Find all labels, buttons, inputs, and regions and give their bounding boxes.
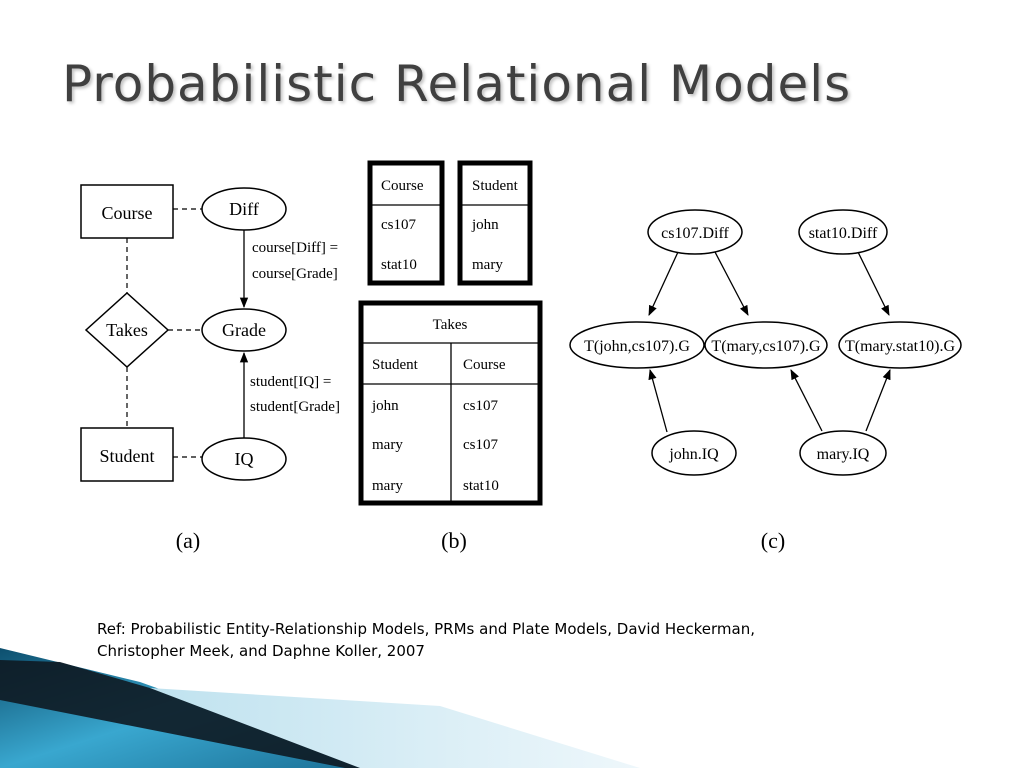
takes-table: Takes Student Course john cs107 mary cs1…	[358, 300, 543, 506]
takes-table-cell: mary	[372, 437, 403, 453]
panel-b: Course cs107 stat10 Student john mary Ta…	[358, 160, 543, 553]
panel-a: Course Takes Student Diff Grade IQ cours…	[80, 184, 340, 553]
attribute-grade-label: Grade	[222, 320, 266, 340]
entity-student: Student	[80, 427, 174, 482]
entity-course-label: Course	[102, 203, 153, 223]
node-cs107-diff: cs107.Diff	[647, 209, 743, 255]
prm-figure: Course Takes Student Diff Grade IQ cours…	[80, 160, 962, 553]
caption-c: (c)	[761, 528, 785, 553]
edge-cs107diff-tjohn	[648, 251, 679, 316]
student-table-cell: john	[471, 217, 499, 233]
node-t-mary-cs107: T(mary,cs107).G	[704, 321, 828, 369]
edge-johniq-tjohn	[648, 368, 668, 433]
course-table-cell: cs107	[381, 217, 416, 233]
entity-student-label: Student	[99, 446, 154, 466]
constraint-iq-grade-2: student[Grade]	[250, 399, 340, 415]
node-mary-iq-label: mary.IQ	[817, 446, 870, 463]
relationship-takes-label: Takes	[106, 320, 148, 340]
constraint-diff-grade-2: course[Grade]	[252, 266, 338, 282]
edge-maryiq-tmarycs107	[790, 369, 823, 432]
reference-line-1: Ref: Probabilistic Entity-Relationship M…	[97, 620, 755, 638]
course-table: Course cs107 stat10	[367, 160, 445, 286]
reference-citation: Ref: Probabilistic Entity-Relationship M…	[97, 618, 877, 662]
relationship-takes: Takes	[84, 291, 170, 369]
deco-wave-light	[150, 688, 640, 768]
attribute-diff-label: Diff	[229, 199, 259, 219]
node-t-mary-stat10-label: T(mary.stat10).G	[845, 338, 955, 355]
node-john-iq: john.IQ	[651, 430, 737, 476]
edge-stat10diff-tmarystat10	[857, 251, 890, 316]
slide-title: Probabilistic Relational Models	[62, 55, 852, 113]
node-t-john-cs107-label: T(john,cs107).G	[584, 338, 690, 355]
attribute-diff: Diff	[201, 187, 287, 231]
takes-table-cell: john	[371, 398, 399, 414]
takes-table-cell: stat10	[463, 478, 499, 494]
edge-cs107diff-tmarycs107	[714, 251, 749, 316]
node-mary-iq: mary.IQ	[799, 430, 887, 476]
course-table-cell: stat10	[381, 257, 417, 273]
attribute-iq: IQ	[201, 437, 287, 481]
takes-table-header: Takes	[433, 317, 468, 333]
node-stat10-diff-label: stat10.Diff	[809, 225, 878, 242]
takes-table-column-header: Student	[372, 357, 419, 373]
student-table: Student john mary	[457, 160, 533, 286]
node-t-john-cs107: T(john,cs107).G	[569, 321, 705, 369]
reference-line-2: Christopher Meek, and Daphne Koller, 200…	[97, 642, 425, 660]
caption-b: (b)	[441, 528, 467, 553]
node-t-mary-stat10: T(mary.stat10).G	[838, 321, 962, 369]
panel-c: cs107.Diff stat10.Diff T(john,cs107).G T…	[569, 209, 962, 553]
edge-maryiq-tmarystat10	[865, 369, 891, 432]
node-cs107-diff-label: cs107.Diff	[661, 225, 729, 242]
takes-table-cell: cs107	[463, 437, 498, 453]
student-table-cell: mary	[472, 257, 503, 273]
course-table-header: Course	[381, 178, 424, 194]
corner-decoration	[0, 648, 640, 768]
attribute-grade: Grade	[201, 308, 287, 352]
student-table-header: Student	[472, 178, 519, 194]
takes-table-cell: cs107	[463, 398, 498, 414]
takes-table-column-header: Course	[463, 357, 506, 373]
node-stat10-diff: stat10.Diff	[798, 209, 888, 255]
deco-wave-dark	[0, 660, 380, 768]
takes-table-cell: mary	[372, 478, 403, 494]
node-t-mary-cs107-label: T(mary,cs107).G	[711, 338, 821, 355]
constraint-iq-grade-1: student[IQ] =	[250, 374, 331, 390]
entity-course: Course	[80, 184, 174, 239]
node-john-iq-label: john.IQ	[668, 446, 719, 463]
constraint-diff-grade-1: course[Diff] =	[252, 240, 338, 256]
attribute-iq-label: IQ	[235, 449, 254, 469]
caption-a: (a)	[176, 528, 200, 553]
